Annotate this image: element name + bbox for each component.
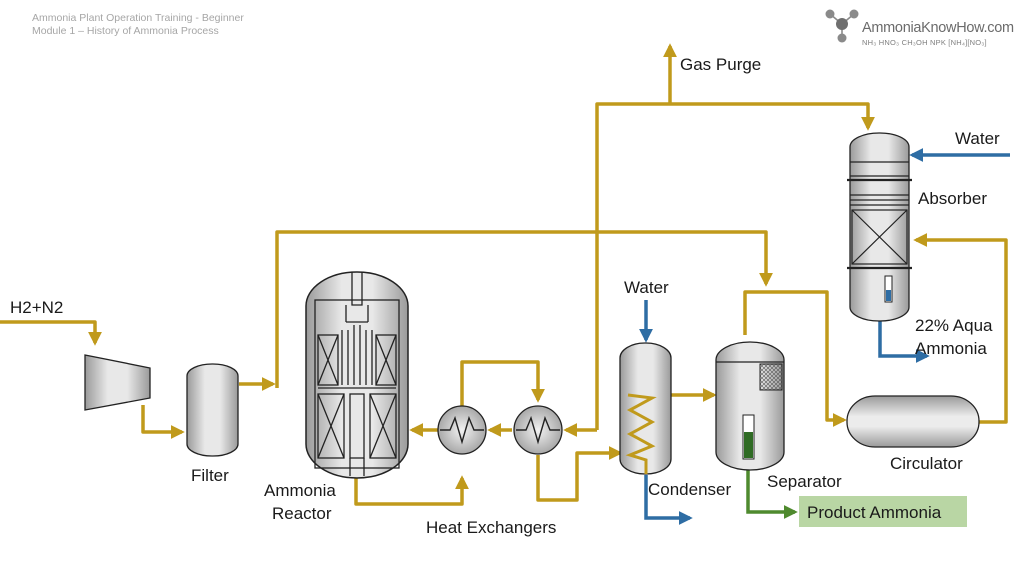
condenser-water-label: Water (624, 278, 669, 297)
reactor-outlet-line (354, 470, 469, 506)
product-label: Product Ammonia (807, 503, 942, 522)
filter-label: Filter (191, 466, 229, 485)
reactor-label-line1: Ammonia (264, 481, 336, 500)
circulator-label: Circulator (890, 454, 963, 473)
site-logo: AmmoniaKnowHow.com NH₃ HNO₃ CH₃OH NPK [N… (824, 8, 1020, 52)
absorber-column (847, 132, 912, 322)
exchanger-bypass-line (460, 360, 545, 408)
condenser-water-out (644, 475, 693, 525)
recycle-header-line (275, 230, 773, 388)
absorber-water-label: Water (955, 129, 1000, 148)
absorber-label: Absorber (918, 189, 987, 208)
header-title: Ammonia Plant Operation Training - Begin… (32, 12, 244, 24)
gas-purge-label: Gas Purge (680, 55, 761, 74)
product-line (746, 470, 798, 519)
ammonia-molecule-icon (825, 9, 859, 43)
feed-line (0, 320, 102, 346)
compressor (84, 354, 151, 411)
filter-vessel (186, 363, 239, 457)
heat-exchangers-label: Heat Exchangers (426, 518, 556, 537)
diagram-labels: H2+N2 Filter Ammonia Reactor Heat Exchan… (10, 55, 1000, 537)
logo-brand: AmmoniaKnowHow.com (862, 20, 1014, 36)
purge-header-line (595, 102, 875, 430)
hx2-to-condenser-line (536, 446, 623, 502)
condenser-vessel (619, 342, 672, 475)
separator-label: Separator (767, 472, 842, 491)
ammonia-reactor (305, 271, 409, 479)
heat-exchanger-1 (437, 405, 487, 455)
to-circulator-line (743, 290, 847, 427)
page-header: Ammonia Plant Operation Training - Begin… (32, 12, 244, 38)
compressor-to-filter-line (141, 405, 185, 439)
separator-vessel (715, 341, 785, 471)
aqua-ammonia-out (878, 320, 930, 363)
aqua-ammonia-label-line2: Ammonia (915, 339, 987, 358)
heat-exchanger-2 (513, 405, 563, 455)
process-lines (0, 43, 1008, 506)
product-ammonia-box (799, 496, 967, 527)
water-lines (639, 148, 1010, 525)
aqua-ammonia-label-line1: 22% Aqua (915, 316, 993, 335)
header-subtitle: Module 1 – History of Ammonia Process (32, 25, 219, 37)
feed-label: H2+N2 (10, 298, 63, 317)
reactor-label-line2: Reactor (272, 504, 332, 523)
condenser-label: Condenser (648, 480, 732, 499)
circulator-return-line (913, 233, 1008, 424)
logo-tagline: NH₃ HNO₃ CH₃OH NPK [NH₄][NO₃] (862, 38, 987, 47)
circulator (846, 395, 980, 448)
